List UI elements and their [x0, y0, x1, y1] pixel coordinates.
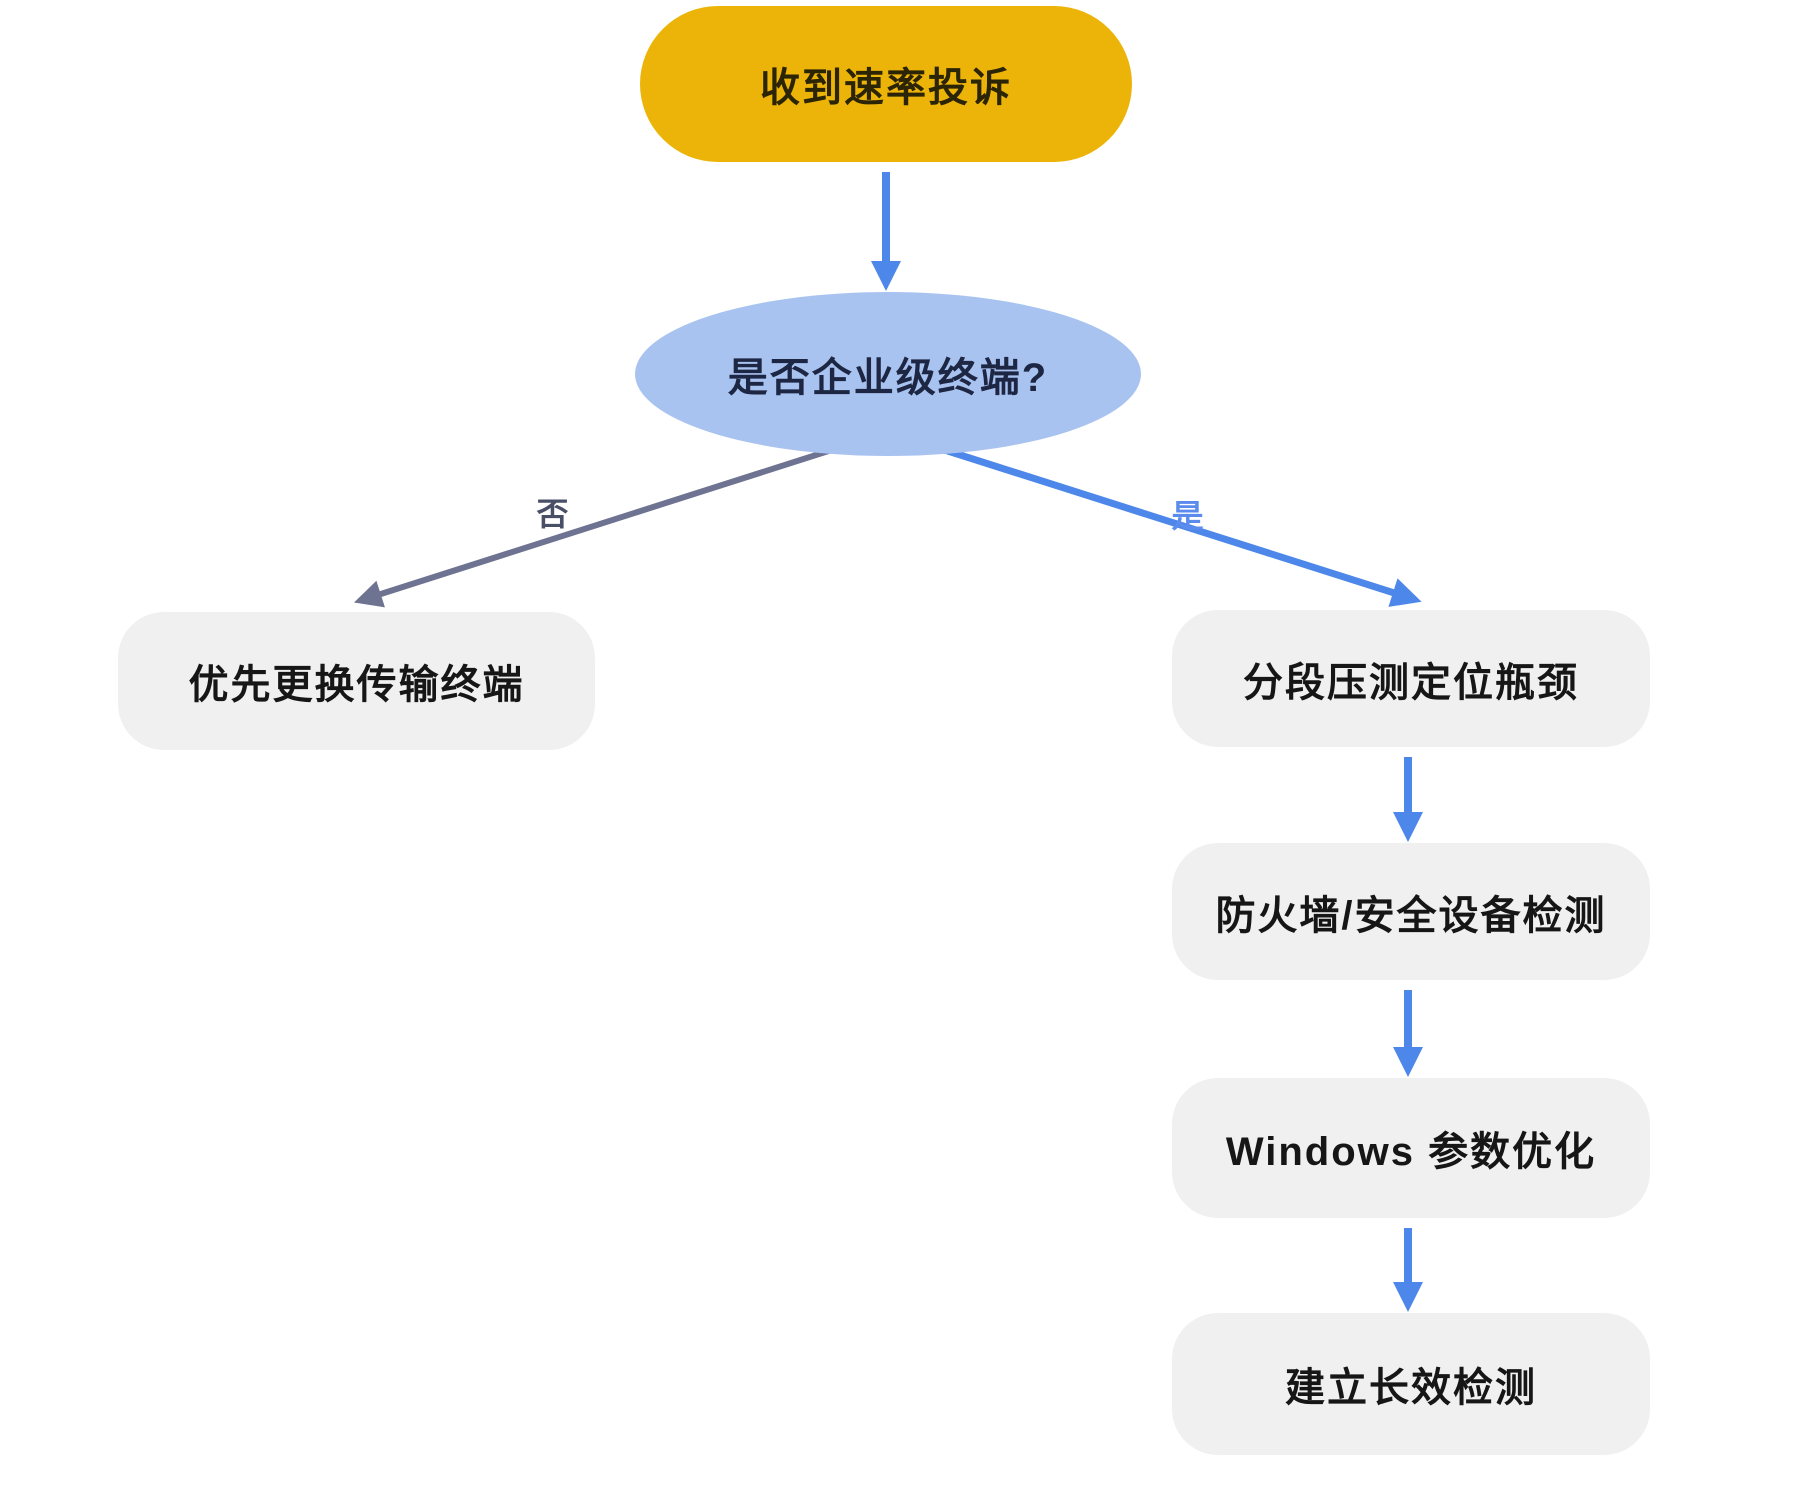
- process-node-replace-terminal: 优先更换传输终端: [118, 612, 595, 750]
- process-node-long-term-monitoring: 建立长效检测: [1172, 1313, 1650, 1455]
- edge-label-no: 否: [536, 496, 570, 532]
- process-node-stress-test: 分段压测定位瓶颈: [1172, 610, 1650, 747]
- arrow-decision-to-no: [353, 429, 889, 608]
- process-node-windows-tuning: Windows 参数优化: [1172, 1078, 1650, 1218]
- decision-node: 是否企业级终端?: [635, 292, 1141, 456]
- start-node: 收到速率投诉: [640, 6, 1132, 162]
- edge-label-yes: 是: [1171, 498, 1205, 534]
- arrow-decision-to-yes: [886, 428, 1422, 607]
- process-node-firewall-check: 防火墙/安全设备检测: [1172, 843, 1650, 980]
